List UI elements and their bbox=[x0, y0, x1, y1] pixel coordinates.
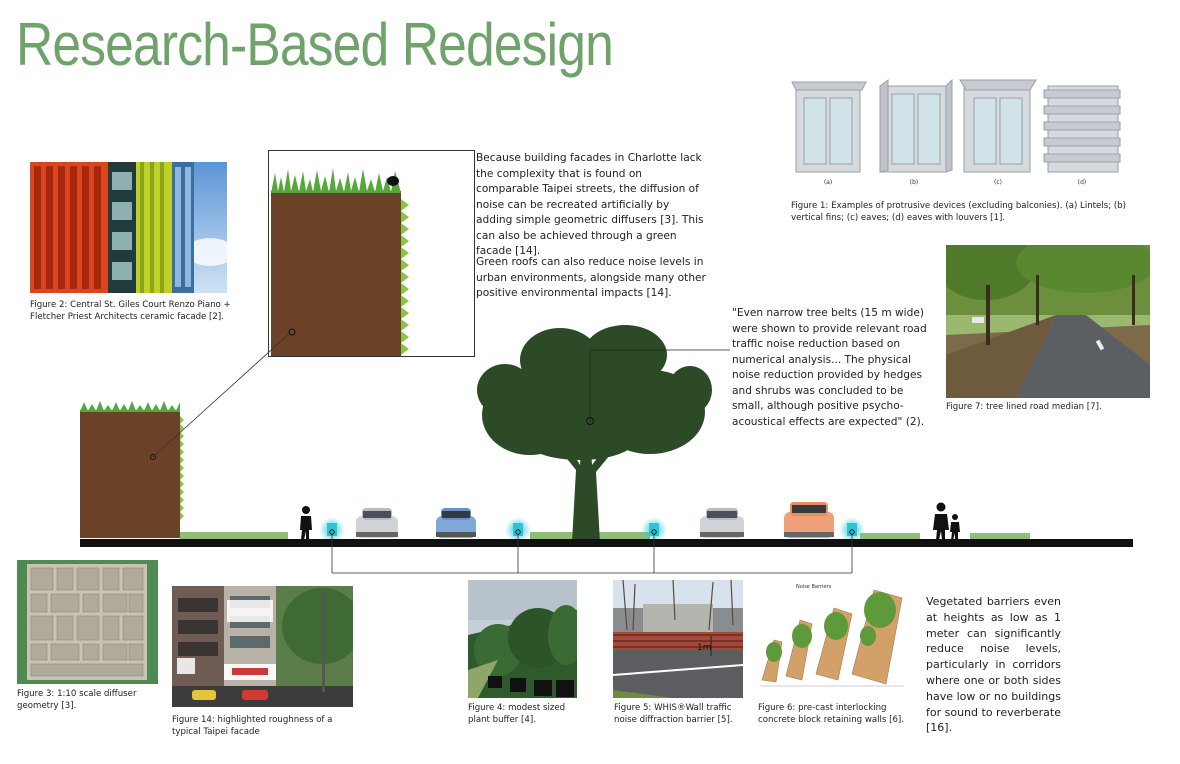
zoom-callout-box bbox=[268, 150, 475, 357]
figure-1-label-b: (b) bbox=[910, 179, 919, 186]
car-white-right bbox=[700, 508, 744, 538]
green-roof-paragraph: Green roofs can also reduce noise levels… bbox=[476, 256, 706, 299]
figure-3-photo bbox=[17, 560, 158, 684]
figure-5-1m-marker: 1m bbox=[697, 643, 712, 653]
street-section bbox=[0, 320, 1180, 580]
page-title: Research-Based Redesign bbox=[16, 11, 614, 78]
figure-4-photo bbox=[468, 580, 577, 698]
car-blue bbox=[436, 508, 476, 538]
noise-barrier-markers bbox=[319, 517, 865, 543]
figure-1-label-c: (c) bbox=[994, 179, 1002, 186]
figure-14-caption: Figure 14: highlighted roughness of a ty… bbox=[172, 715, 333, 737]
pedestrians-right bbox=[933, 502, 960, 540]
figure-1-label-d: (d) bbox=[1078, 179, 1087, 186]
figure-3-caption: Figure 3: 1:10 scale diffuser geometry [… bbox=[17, 689, 137, 711]
car-white-left bbox=[356, 508, 398, 538]
small-building bbox=[80, 410, 180, 538]
street-slab bbox=[80, 539, 1133, 547]
figure-6-photo: Noise Barriers bbox=[756, 580, 908, 698]
figure-5-caption: Figure 5: WHIS®Wall traffic noise diffra… bbox=[614, 703, 733, 725]
tree-belt-quote: "Even narrow tree belts (15 m wide) were… bbox=[732, 307, 927, 428]
pedestrian-left bbox=[300, 506, 312, 540]
figure-7-photo bbox=[946, 245, 1150, 398]
street-tree bbox=[477, 325, 712, 542]
figure-2-caption: Figure 2: Central St. Giles Court Renzo … bbox=[30, 300, 231, 322]
car-orange-truck bbox=[784, 502, 834, 538]
figure-4-caption: Figure 4: modest sized plant buffer [4]. bbox=[468, 703, 566, 725]
figure-1-label-a: (a) bbox=[824, 179, 832, 186]
figure-7-caption: Figure 7: tree lined road median [7]. bbox=[946, 402, 1102, 412]
figure-1-caption: Figure 1: Examples of protrusive devices… bbox=[791, 201, 1126, 223]
figure-6-inset-title: Noise Barriers bbox=[796, 584, 831, 590]
vegetated-barriers-paragraph: Vegetated barriers even at heights as lo… bbox=[926, 595, 1061, 735]
facade-paragraph: Because building facades in Charlotte la… bbox=[476, 152, 704, 257]
figure-6-caption: Figure 6: pre-cast interlocking concrete… bbox=[758, 703, 905, 725]
figure-14-photo bbox=[172, 586, 353, 707]
figure-2-photo bbox=[30, 162, 227, 293]
figure-1-diagram: (a) (b) (c) (d) bbox=[788, 74, 1128, 188]
figure-5-photo: 1m bbox=[613, 580, 743, 698]
